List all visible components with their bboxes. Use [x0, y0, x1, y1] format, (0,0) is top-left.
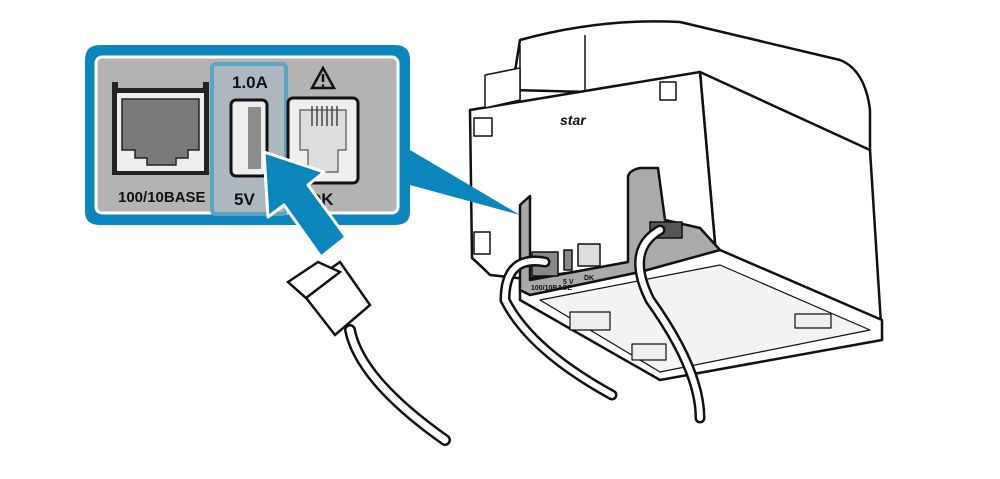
dk-port	[286, 96, 360, 185]
lan-label: 100/10BASE	[118, 189, 206, 206]
usb-current-label: 1.0A	[232, 73, 268, 92]
usb-cable	[285, 260, 451, 446]
printer-usb-label: 5 V	[563, 279, 574, 286]
insert-arrow-icon	[262, 150, 348, 259]
port-callout: 100/10BASE 1.0A DK	[85, 45, 520, 225]
usb-voltage-label: 5V	[234, 190, 255, 209]
printer-cables	[499, 224, 706, 424]
lan-port	[112, 82, 209, 175]
printer-logo: star	[560, 112, 587, 128]
printer	[468, 20, 884, 382]
printer-dk-label: DK	[584, 275, 594, 282]
printer-lan-label: 100/10BASE	[531, 285, 572, 292]
warning-triangle-icon	[309, 65, 337, 90]
